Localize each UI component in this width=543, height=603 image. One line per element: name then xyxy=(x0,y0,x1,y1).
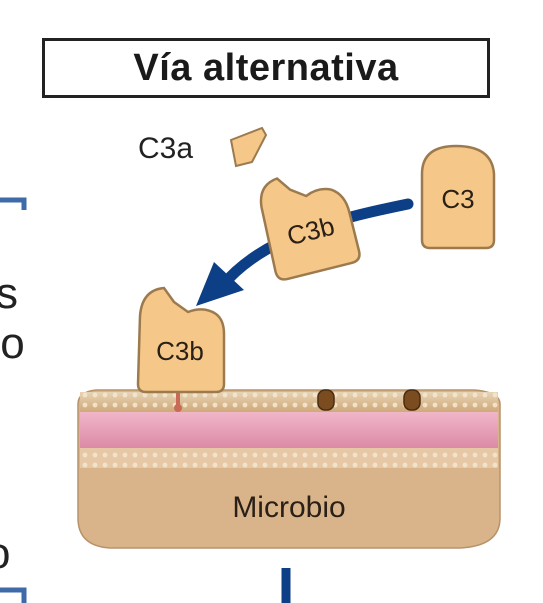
left-edge-text-o: o xyxy=(0,532,10,576)
c3b-bound-label: C3b xyxy=(156,336,204,366)
membrane-surface-proteins xyxy=(317,389,421,411)
microbe-label: Microbio xyxy=(232,491,345,524)
left-edge-brackets xyxy=(0,197,27,603)
left-edge-text-s: s xyxy=(0,269,18,318)
c3a-label: C3a xyxy=(138,132,194,165)
c3-label: C3 xyxy=(441,184,474,214)
c3b-bound-molecule: C3b xyxy=(136,286,226,412)
left-edge-text-to: to xyxy=(0,319,25,368)
microbe-membrane: Microbio xyxy=(77,389,501,549)
pathway-title: Vía alternativa xyxy=(133,46,399,89)
c3-molecule: C3 xyxy=(420,144,496,250)
pathway-title-box: Vía alternativa xyxy=(42,38,490,98)
c3b-free-molecule: C3b xyxy=(259,177,361,281)
c3a-fragment xyxy=(229,126,268,168)
